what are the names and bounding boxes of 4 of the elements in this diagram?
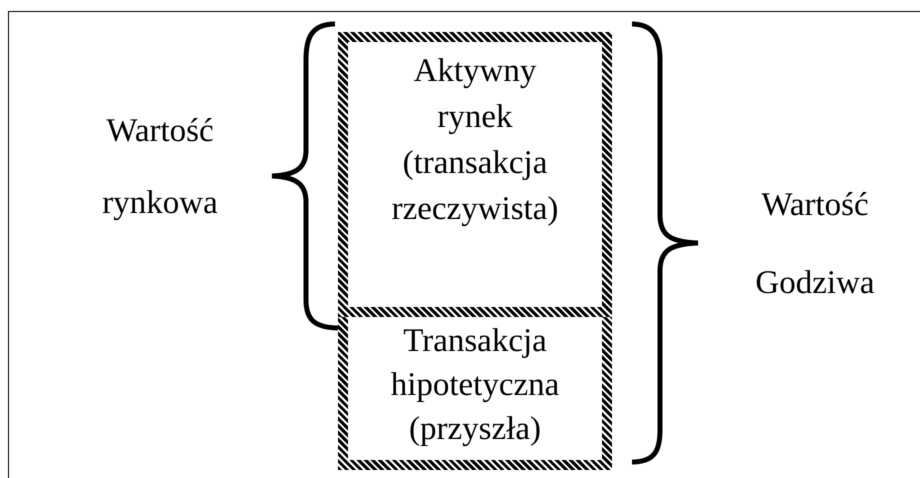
- brace-label: Wartość Godziwa: [754, 186, 876, 303]
- box-text: Transakcja hipotetyczna (przyszła): [390, 322, 560, 449]
- brace-label: Wartość rynkowa: [101, 112, 219, 223]
- box-text: Aktywny rynek (transakcja rzeczywista): [390, 52, 560, 229]
